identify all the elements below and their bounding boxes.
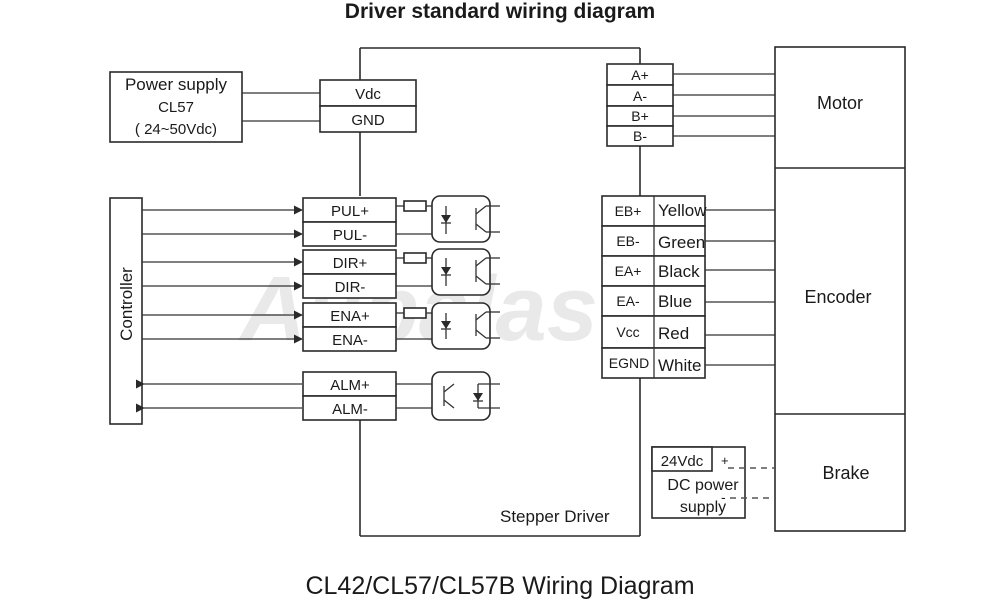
controller-wires — [135, 205, 303, 413]
terminal-ea-minus: EA- — [616, 293, 640, 309]
motor-block: Motor Encoder Brake — [774, 46, 906, 532]
brake-supply-voltage: 24Vdc — [661, 453, 704, 470]
power-supply-title: Power supply — [125, 75, 228, 94]
wire-color-yellow: Yellow — [658, 201, 707, 220]
terminal-ea-plus: EA+ — [615, 263, 642, 279]
terminal-ena-plus: ENA+ — [330, 308, 370, 325]
power-terminals: Vdc GND — [319, 79, 417, 133]
optocoupler-pul — [396, 195, 500, 243]
diagram-title: Driver standard wiring diagram — [345, 0, 655, 23]
terminal-eb-minus: EB- — [616, 233, 640, 249]
wire-color-black: Black — [658, 262, 700, 281]
stepper-driver-block — [359, 47, 641, 537]
power-supply-model: CL57 — [158, 99, 194, 116]
driver-label: Stepper Driver — [500, 507, 610, 526]
terminal-pul-plus: PUL+ — [331, 203, 369, 220]
optocoupler-dir — [396, 248, 500, 296]
brake-supply-line1: DC power — [667, 477, 739, 494]
terminal-eb-plus: EB+ — [615, 203, 642, 219]
diagram-caption: CL42/CL57/CL57B Wiring Diagram — [305, 572, 694, 600]
terminal-dir-minus: DIR- — [335, 279, 366, 296]
encoder-wires — [705, 209, 775, 366]
wire-color-red: Red — [658, 324, 689, 343]
motor-terminals: A+ A- B+ B- — [606, 63, 674, 147]
optocoupler-ena — [396, 302, 500, 350]
brake-supply-line2: supply — [680, 499, 726, 516]
terminal-alm-minus: ALM- — [332, 401, 368, 418]
controller-label: Controller — [117, 267, 136, 341]
terminal-gnd: GND — [351, 112, 385, 129]
wire-color-blue: Blue — [658, 292, 692, 311]
terminal-b-plus: B+ — [631, 108, 649, 124]
brake-minus-sign: - — [721, 489, 726, 505]
brake-label: Brake — [822, 463, 869, 483]
power-supply-box: Power supply CL57 ( 24~50Vdc) — [109, 71, 243, 143]
motor-phase-wires — [673, 73, 775, 137]
wire-color-white: White — [658, 356, 701, 375]
motor-label: Motor — [817, 93, 863, 113]
power-supply-range: ( 24~50Vdc) — [135, 121, 217, 138]
wire-color-green: Green — [658, 233, 705, 252]
terminal-alm-plus: ALM+ — [330, 377, 370, 394]
terminal-a-minus: A- — [633, 88, 647, 104]
terminal-dir-plus: DIR+ — [333, 255, 368, 272]
terminal-a-plus: A+ — [631, 67, 649, 83]
terminal-ena-minus: ENA- — [332, 332, 368, 349]
terminal-vdc: Vdc — [355, 86, 381, 103]
encoder-terminals: EB+ EB- EA+ EA- Vcc EGND Yellow Green Bl… — [601, 195, 707, 379]
terminal-b-minus: B- — [633, 128, 647, 144]
control-terminals: PUL+ PUL- DIR+ DIR- ENA+ ENA- ALM+ ALM- — [302, 197, 397, 421]
brake-plus-sign: + — [721, 453, 729, 468]
brake-power-supply: 24Vdc DC power supply + - — [651, 446, 775, 519]
optocoupler-alm — [396, 371, 500, 421]
terminal-pul-minus: PUL- — [333, 227, 367, 244]
terminal-egnd: EGND — [609, 355, 649, 371]
encoder-label: Encoder — [804, 287, 871, 307]
terminal-vcc: Vcc — [616, 324, 639, 340]
